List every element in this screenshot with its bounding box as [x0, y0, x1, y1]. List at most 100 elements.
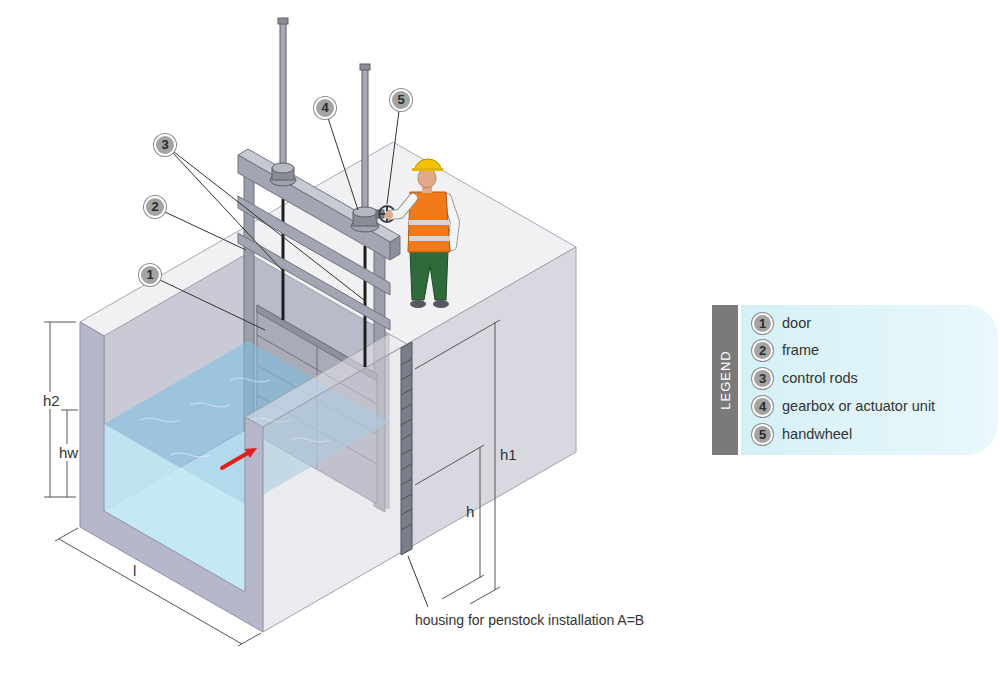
- dimension-lines-part: [470, 587, 500, 604]
- housing-slot-part: [401, 524, 412, 530]
- dimension-lines-part: [238, 633, 261, 646]
- dimension-lines-part: [61, 410, 78, 411]
- spindles-and-gearboxes-part: [362, 68, 368, 216]
- callout-number: 1: [759, 317, 766, 331]
- worker-figure-part: [390, 198, 413, 215]
- dimension-lines-part: [415, 320, 500, 369]
- water-part: [230, 378, 270, 382]
- worker-figure-part: [410, 250, 448, 300]
- callout-circle: 1: [139, 264, 161, 286]
- gate-frame-upper: [238, 149, 400, 330]
- dimension-lines-part: [44, 322, 76, 323]
- leader-lines: [160, 111, 428, 607]
- housing-slot-part: [401, 404, 412, 410]
- dimension-lines-part: [44, 497, 76, 498]
- housing-slot: [401, 342, 412, 555]
- housing-slot-part: [401, 374, 412, 380]
- callout-number: 1: [146, 268, 153, 282]
- callout-number: 4: [759, 400, 766, 414]
- spindles-and-gearboxes-part: [360, 64, 370, 70]
- leader-lines-part: [408, 556, 428, 607]
- leader-lines-part: [173, 153, 282, 270]
- callout-number: 2: [151, 200, 158, 214]
- legend-number-circle: 2: [752, 340, 773, 361]
- worker-figure-part: [390, 198, 413, 215]
- legend-number-circle: 3: [752, 368, 773, 389]
- dimension-lines-part: [50, 322, 51, 497]
- spindles-and-gearboxes: [270, 18, 384, 232]
- callout-circle: 2: [144, 196, 166, 218]
- housing-slot-part: [401, 419, 412, 425]
- legend-text: frame: [782, 342, 819, 359]
- dimension-lines-part: [59, 539, 242, 644]
- housing-slot-part: [401, 479, 412, 485]
- water-part: [140, 418, 180, 422]
- dimension-lines-part: [442, 575, 484, 599]
- worker-figure-part: [412, 168, 443, 171]
- worker-figure-part: [409, 236, 450, 241]
- spindles-and-gearboxes-part: [280, 22, 286, 172]
- concrete-front-part: [263, 344, 407, 632]
- housing-slot-part: [401, 389, 412, 395]
- callout-number: 3: [161, 138, 168, 152]
- callout-number: 2: [759, 344, 766, 358]
- housing-slot-part: [401, 494, 412, 500]
- housing-slot-part: [401, 509, 412, 515]
- spindles-and-gearboxes-part: [278, 18, 288, 24]
- dimension-label: hw: [58, 444, 79, 461]
- housing-slot-part: [401, 342, 412, 555]
- callout-circle: 3: [154, 134, 176, 156]
- spindles-and-gearboxes-part: [353, 207, 377, 217]
- dimension-lines-part: [480, 447, 481, 578]
- gate-frame-upper-part: [390, 236, 400, 260]
- note-text: housing for penstock installation A=B: [415, 612, 644, 629]
- leader-lines-part: [174, 152, 364, 300]
- dimension-label: l: [133, 562, 136, 579]
- worker-figure-part: [410, 300, 426, 308]
- leader-lines-part: [328, 118, 358, 210]
- concrete-front-part: [80, 322, 263, 632]
- concrete-front: [80, 247, 576, 632]
- leader-lines-part: [160, 280, 265, 330]
- flow-arrow-part: [222, 454, 247, 469]
- housing-slot-part: [401, 434, 412, 440]
- dimension-lines-part: [415, 445, 484, 485]
- dimension-label: h1: [500, 446, 517, 463]
- callout-number: 5: [397, 93, 404, 107]
- dimension-label: h2: [42, 392, 61, 409]
- callout-circle: 5: [390, 89, 412, 111]
- legend-number-circle: 1: [752, 313, 773, 334]
- spindles-and-gearboxes-part: [272, 163, 294, 173]
- legend-heading: LEGEND: [718, 350, 733, 409]
- concrete-front-part: [407, 247, 576, 549]
- water-part: [190, 403, 230, 407]
- housing-slot-part: [401, 464, 412, 470]
- worker-figure: [385, 159, 455, 308]
- legend-number-circle: 5: [752, 424, 773, 445]
- legend-text: handwheel: [782, 426, 852, 443]
- callout-circle: 4: [314, 97, 336, 119]
- dimension-lines-part: [495, 322, 496, 590]
- worker-figure-part: [409, 220, 449, 225]
- housing-slot-part: [401, 449, 412, 455]
- legend-text: gearbox or actuator unit: [782, 398, 935, 415]
- flow-arrow: [222, 448, 257, 468]
- legend-number-circle: 4: [752, 396, 773, 417]
- housing-slot-part: [401, 359, 412, 365]
- callout-number: 3: [759, 372, 766, 386]
- leader-lines-part: [387, 111, 399, 204]
- dimension-lines: [44, 320, 500, 646]
- water-part: [170, 453, 210, 457]
- callout-number: 5: [759, 428, 766, 442]
- dimension-lines-part: [55, 528, 78, 541]
- dimension-label: h: [466, 503, 474, 520]
- legend-bar: LEGEND: [712, 305, 741, 455]
- worker-figure-part: [385, 211, 393, 219]
- gate-frame-upper-part: [238, 149, 400, 242]
- legend-text: door: [782, 315, 811, 332]
- worker-figure-part: [433, 300, 449, 308]
- callout-number: 4: [321, 101, 328, 115]
- flow-arrow-part: [245, 448, 257, 458]
- legend-text: control rods: [782, 370, 858, 387]
